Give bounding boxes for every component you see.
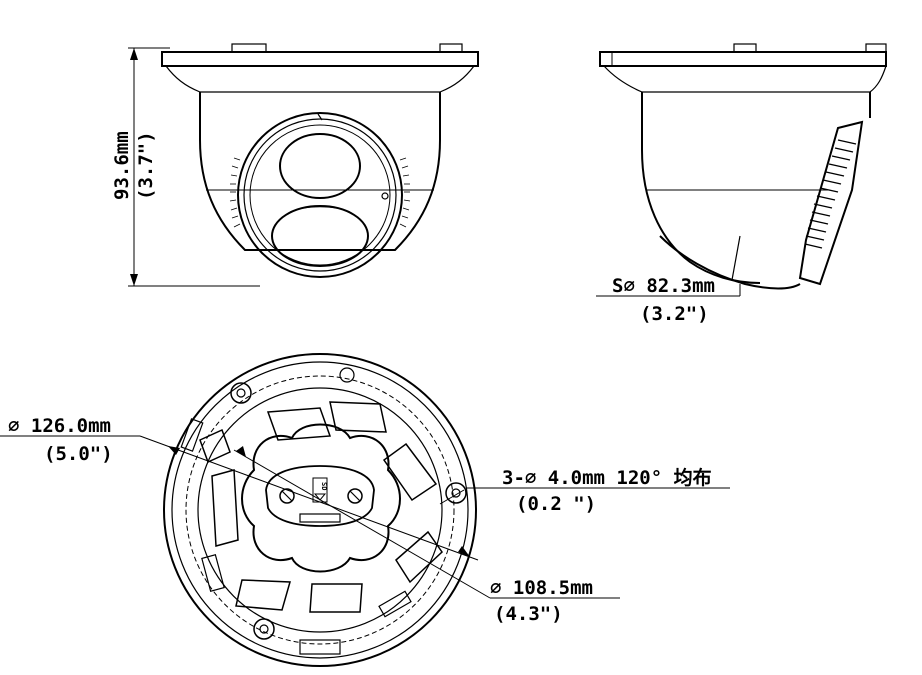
sphere-dimension: S∅ 82.3mm (3.2") xyxy=(596,275,741,325)
bottom-slots xyxy=(180,418,412,655)
front-view: 93.6mm (3.7") xyxy=(111,43,479,287)
side-housing-left xyxy=(641,92,761,284)
front-ir-window xyxy=(279,133,361,199)
outer-dia-in-label: (5.0") xyxy=(44,443,113,465)
holes-spec-label: 3-∅ 4.0mm 120° 均布 xyxy=(502,466,712,489)
pcd-mm-label: ∅ 108.5mm xyxy=(490,577,593,599)
sd-card-plate xyxy=(265,465,375,527)
bottom-outer-circle xyxy=(163,353,477,667)
front-base-skirt xyxy=(165,65,475,93)
pcd-in-label: (4.3") xyxy=(494,603,563,625)
front-ball-outer xyxy=(237,112,403,278)
bottom-center-cover xyxy=(241,423,401,573)
mounting-hole-top xyxy=(230,382,252,404)
front-base-flange xyxy=(161,51,479,67)
front-sensor-dot xyxy=(381,192,389,200)
bottom-petals xyxy=(199,401,443,613)
front-ball-face xyxy=(249,124,391,266)
sphere-dia-in-label: (3.2") xyxy=(640,303,709,325)
pcd-dimension: ∅ 108.5mm (4.3") xyxy=(233,446,620,625)
front-base-tab-right xyxy=(439,43,463,53)
mounting-hole-bottom xyxy=(253,618,275,640)
sd-card-slot xyxy=(299,513,341,523)
holes-dimension: 3-∅ 4.0mm 120° 均布 (0.2 ") xyxy=(439,466,730,515)
front-ball-ring xyxy=(243,118,397,272)
front-lens-window-inner xyxy=(289,206,351,213)
side-ball-lower xyxy=(659,235,801,290)
height-dimension: 93.6mm (3.7") xyxy=(111,47,260,287)
side-base-skirt xyxy=(603,65,887,93)
bottom-inner-ring xyxy=(197,387,443,633)
bottom-view: SD ∅ 126.0mm (5.0") 3-∅ 4.0mm 120° 均布 (0… xyxy=(0,353,730,667)
side-base-flange xyxy=(599,51,887,67)
front-base-tab-left xyxy=(231,43,267,53)
sphere-dia-mm-label: S∅ 82.3mm xyxy=(612,275,715,297)
bottom-pcd-circle xyxy=(185,375,455,645)
holes-in-label: (0.2 ") xyxy=(516,493,596,515)
cover-screw-left xyxy=(279,488,295,504)
mounting-hole-right xyxy=(445,482,467,504)
side-view: S∅ 82.3mm (3.2") xyxy=(596,43,887,325)
sd-arrow-icon xyxy=(313,493,327,501)
outer-dia-mm-label: ∅ 126.0mm xyxy=(8,415,111,437)
side-ball-line xyxy=(731,235,741,281)
side-base-tab-b xyxy=(865,43,887,53)
height-mm-label: 93.6mm xyxy=(111,131,133,200)
outer-diameter-dimension: ∅ 126.0mm (5.0") xyxy=(0,415,479,561)
front-housing-shell xyxy=(199,92,441,251)
bottom-screw-top xyxy=(339,367,355,383)
sd-label: SD xyxy=(320,482,328,490)
side-base-tab-a xyxy=(733,43,757,53)
height-in-label: (3.7") xyxy=(135,131,157,200)
bottom-outer-ring xyxy=(171,361,469,659)
front-top-mark xyxy=(317,113,323,121)
front-knurl xyxy=(229,157,411,228)
front-lens-window xyxy=(271,205,369,267)
side-bracket-ribs xyxy=(804,139,857,249)
cover-screw-right xyxy=(347,488,363,504)
side-bracket xyxy=(798,120,864,286)
